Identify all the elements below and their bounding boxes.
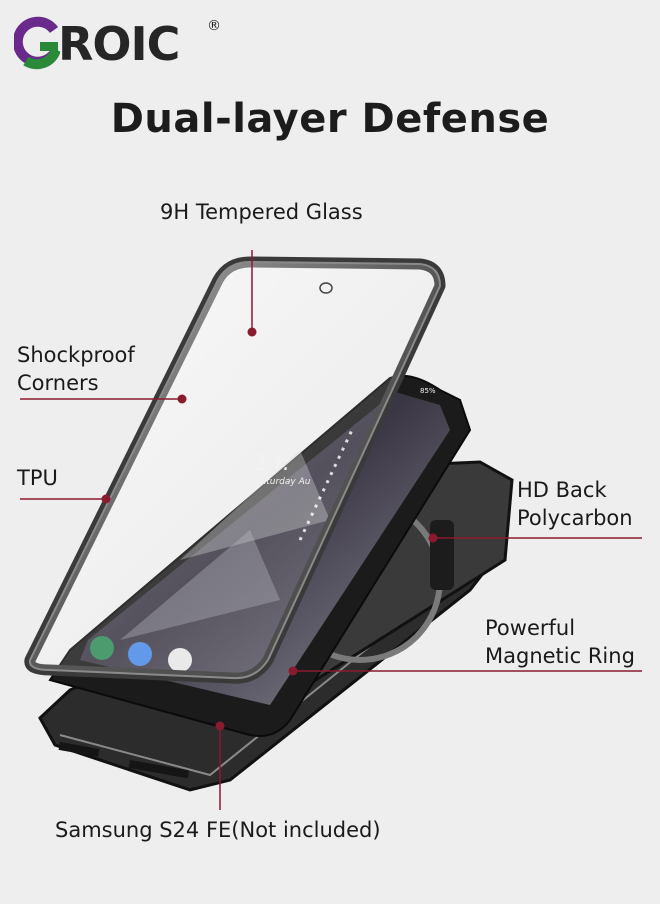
- logo-wordmark: ROIC: [58, 17, 180, 71]
- callouts: [20, 250, 642, 810]
- page-title: Dual-layer Defense: [110, 96, 550, 142]
- label-tpu: TPU: [17, 466, 58, 490]
- label-tempered-glass: 9H Tempered Glass: [160, 200, 363, 224]
- label-shockproof-line1: Shockproof: [17, 343, 135, 367]
- label-shockproof-corners: Shockproof Corners: [17, 341, 135, 397]
- front-frame: [24, 256, 446, 684]
- registered-mark: ®: [207, 18, 221, 34]
- label-shockproof-line2: Corners: [17, 371, 99, 395]
- label-magnetic-line2: Magnetic Ring: [485, 644, 635, 668]
- label-hd-back-line1: HD Back: [517, 478, 607, 502]
- phone-time: 14:: [255, 451, 290, 476]
- label-magnetic-ring: Powerful Magnetic Ring: [485, 614, 635, 670]
- label-hd-back: HD Back Polycarbon: [517, 476, 633, 532]
- label-device: Samsung S24 FE(Not included): [55, 818, 381, 842]
- phone-battery: 85%: [420, 387, 436, 395]
- logo-g-icon: [14, 16, 60, 70]
- label-hd-back-line2: Polycarbon: [517, 506, 633, 530]
- label-magnetic-line1: Powerful: [485, 616, 576, 640]
- brand-logo: ROIC ®: [14, 16, 221, 72]
- phone-date: Saturday Au: [255, 477, 311, 487]
